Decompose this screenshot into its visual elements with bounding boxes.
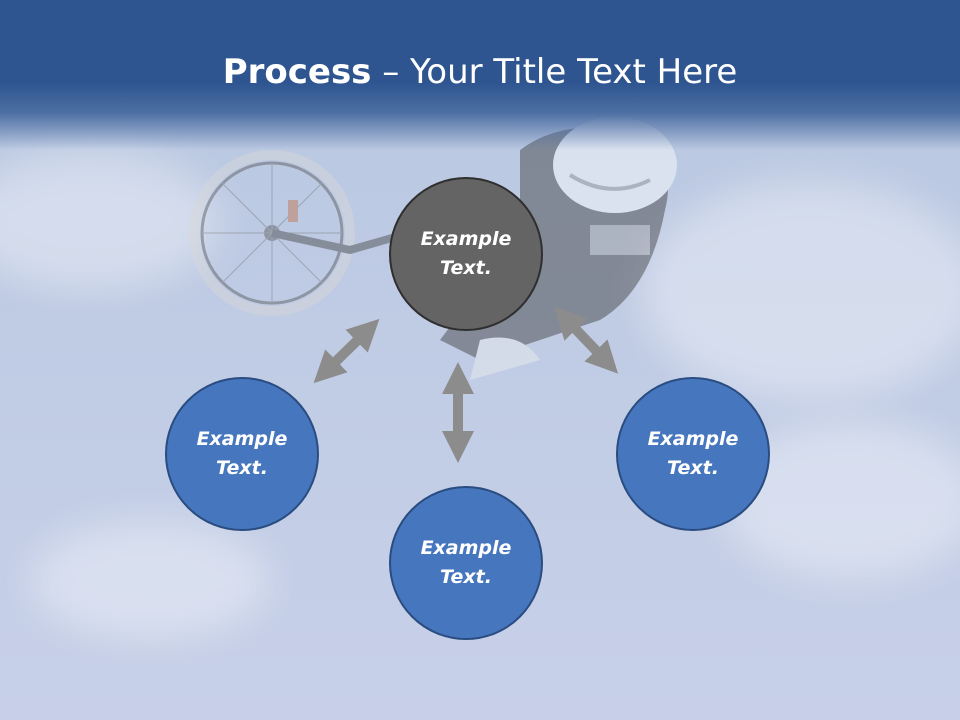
node-bottom[interactable]: Example Text. [389, 486, 543, 640]
title-bold: Process [222, 52, 372, 92]
title-rest: – Your Title Text Here [371, 52, 738, 92]
node-bottom-label: Example Text. [420, 537, 512, 588]
double-arrow-icon [553, 306, 619, 374]
cloud [30, 520, 270, 640]
center-node-label: Example Text. [420, 228, 512, 279]
node-left[interactable]: Example Text. [165, 377, 319, 531]
cloud [640, 180, 960, 400]
title-bar [0, 0, 960, 150]
center-node[interactable]: Example Text. [389, 177, 543, 331]
node-right-label: Example Text. [647, 428, 739, 479]
node-left-label: Example Text. [196, 428, 288, 479]
node-right[interactable]: Example Text. [616, 377, 770, 531]
slide-title: Process – Your Title Text Here [0, 52, 960, 92]
cloud [0, 150, 220, 290]
double-arrow-icon [313, 318, 380, 384]
